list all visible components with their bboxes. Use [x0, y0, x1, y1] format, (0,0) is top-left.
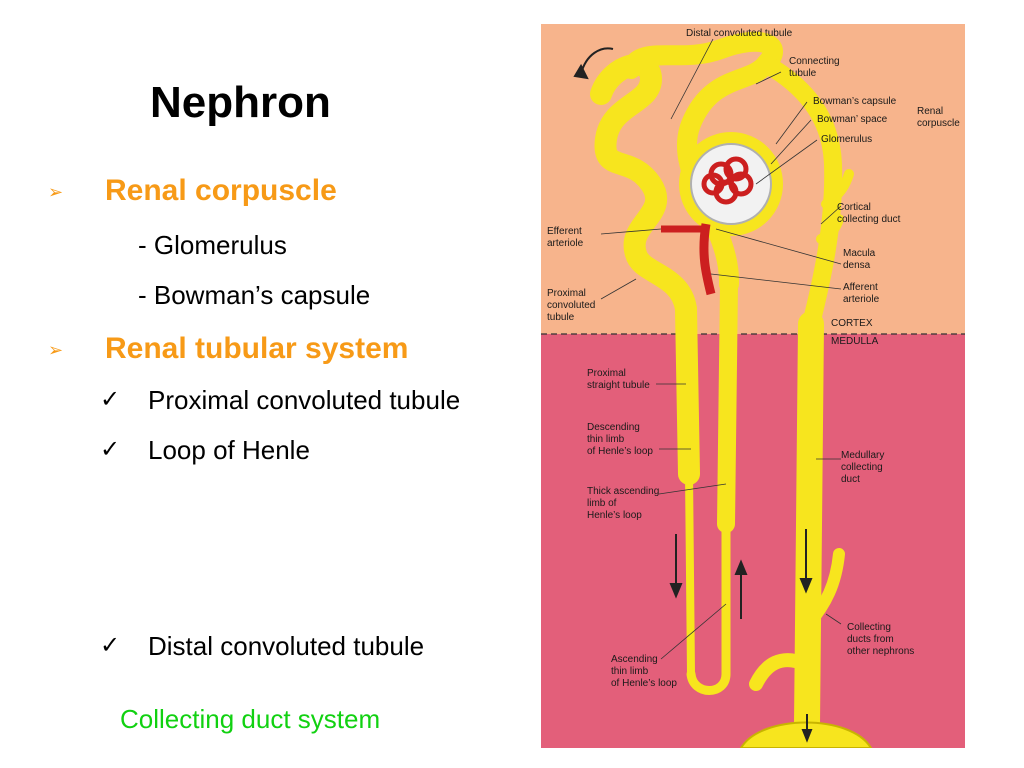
label-bowmans-space: Bowman’ space [817, 114, 888, 125]
item-loop-of-henle: Loop of Henle [148, 435, 310, 465]
check-icon: ✓ [100, 632, 121, 659]
label-coll-2: ducts from [847, 634, 894, 645]
label-cortex: CORTEX [831, 318, 873, 329]
leader-lines [600, 38, 842, 660]
thick-ascending-limb [717, 275, 738, 533]
bullet-icon: ➢ [48, 182, 64, 202]
label-afferent: Afferent [843, 282, 878, 293]
slide-title: Nephron [150, 78, 331, 127]
arrow-head [669, 583, 683, 599]
label-asc-1: Ascending [611, 654, 658, 665]
label-connecting-tubule: tubule [789, 68, 817, 79]
cortical-duct-branch [821, 169, 854, 209]
label-asc-2: thin limb [611, 666, 649, 677]
arrow-head [801, 729, 813, 743]
label-prox-straight-1: Proximal [587, 368, 626, 379]
connecting-tubule [757, 55, 843, 333]
item-distal-convoluted-tubule: Distal convoluted tubule [148, 631, 425, 661]
label-cortical: Cortical [837, 202, 871, 213]
heading-renal-tubular-system: Renal tubular system [105, 332, 409, 365]
label-desc-2: thin limb [587, 434, 625, 445]
item-proximal-convoluted-tubule: Proximal convoluted tubule [148, 385, 461, 415]
check-icon: ✓ [100, 436, 121, 463]
nephron-diagram: Distal convoluted tubule Connecting tubu… [541, 24, 965, 748]
renal-corpuscle [661, 132, 783, 296]
label-collecting-duct: collecting duct [837, 214, 901, 225]
label-coll-1: Collecting [847, 622, 891, 633]
label-medullary-2: collecting [841, 462, 883, 473]
diagram-labels: Distal convoluted tubule Connecting tubu… [547, 28, 960, 689]
label-thick-1: Thick ascending [587, 486, 659, 497]
label-medulla: MEDULLA [831, 336, 879, 347]
arrow-head [573, 63, 589, 80]
label-thick-2: limb of [587, 498, 617, 509]
proximal-convoluted-tubule [590, 53, 697, 320]
cortical-duct-branch-2 [816, 214, 844, 244]
label-afferent-arteriole: arteriole [843, 294, 880, 305]
label-desc-3: of Henle’s loop [587, 446, 653, 457]
label-glomerulus: Glomerulus [821, 134, 872, 145]
label-macula: Macula [843, 248, 876, 259]
label-proximal-tubule: tubule [547, 312, 575, 323]
label-connecting: Connecting [789, 56, 840, 67]
label-prox-straight-2: straight tubule [587, 380, 650, 391]
bullet-icon: ➢ [48, 340, 64, 360]
arrow-head [734, 559, 748, 575]
footer-collecting-duct-system: Collecting duct system [120, 704, 381, 734]
collecting-duct-branch [803, 548, 845, 630]
label-corpuscle: corpuscle [917, 118, 960, 129]
descending-thin-limb [685, 470, 695, 678]
glomerulus [701, 156, 754, 205]
label-efferent-arteriole: arteriole [547, 238, 584, 249]
collecting-duct-branch-left [749, 653, 812, 691]
label-distal-convoluted-tubule: Distal convoluted tubule [686, 28, 793, 39]
subitem-bowmans-capsule: - Bowman’s capsule [138, 280, 371, 310]
label-medullary-1: Medullary [841, 450, 884, 461]
flow-arrows [573, 47, 813, 743]
label-asc-3: of Henle’s loop [611, 678, 677, 689]
heading-renal-corpuscle: Renal corpuscle [105, 174, 337, 207]
label-bowmans-capsule: Bowman’s capsule [813, 96, 897, 107]
arrow-head [799, 578, 813, 594]
label-medullary-3: duct [841, 474, 860, 485]
henle-loop-bend [686, 669, 731, 695]
subitem-glomerulus: - Glomerulus [138, 230, 287, 260]
label-desc-1: Descending [587, 422, 640, 433]
proximal-straight-tubule [675, 298, 700, 485]
label-efferent: Efferent [547, 226, 582, 237]
label-thick-3: Henle’s loop [587, 510, 642, 521]
label-coll-3: other nephrons [847, 646, 914, 657]
label-renal: Renal [917, 106, 943, 117]
medullary-collecting-duct [794, 311, 824, 737]
label-densa: densa [843, 260, 871, 271]
label-proximal: Proximal [547, 288, 586, 299]
label-convoluted: convoluted [547, 300, 595, 311]
check-icon: ✓ [100, 386, 121, 413]
